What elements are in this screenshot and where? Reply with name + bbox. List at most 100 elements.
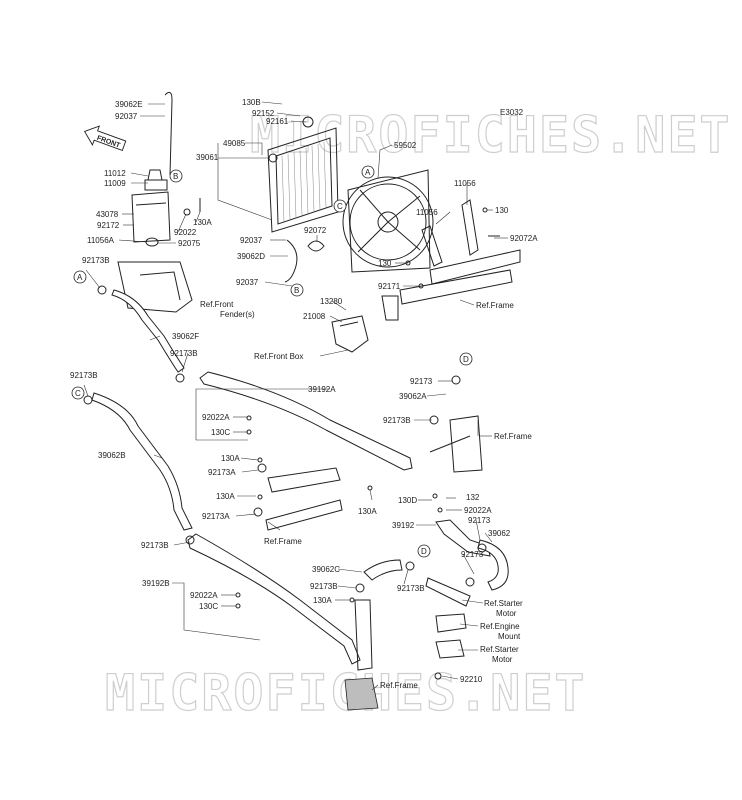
label-130a-2: 130A xyxy=(221,454,240,463)
label-92210: 92210 xyxy=(460,675,483,684)
label-39062b: 39062B xyxy=(98,451,126,460)
callout-c-2: C xyxy=(71,386,85,400)
hose-39062d xyxy=(284,239,298,283)
label-92173-2: 92173 xyxy=(468,516,491,525)
label-92037-a: 92037 xyxy=(115,112,138,121)
label-92022a-1: 92022A xyxy=(202,413,230,422)
label-130a-1: 130A xyxy=(193,218,212,227)
label-92173a-2: 92173A xyxy=(202,512,230,521)
hose-39062b xyxy=(91,392,193,531)
label-92173a-1: 92173A xyxy=(208,468,236,477)
label-92161: 92161 xyxy=(266,117,289,126)
hose-39062c xyxy=(363,559,403,581)
label-92152: 92152 xyxy=(252,109,275,118)
label-92072: 92072 xyxy=(304,226,327,235)
svg-text:C: C xyxy=(337,202,343,211)
bottom-fitting xyxy=(344,677,379,711)
frame-plate-2 xyxy=(265,499,343,531)
label-92173b-3: 92173B xyxy=(70,371,98,380)
label-39192a: 39192A xyxy=(308,385,336,394)
svg-text:A: A xyxy=(77,273,83,282)
label-43078: 43078 xyxy=(96,210,119,219)
label-11009: 11009 xyxy=(104,179,126,188)
callout-d-1: D xyxy=(459,352,473,366)
svg-text:D: D xyxy=(463,355,469,364)
watermark-bottom: MICROFICHES.NET xyxy=(105,664,587,722)
label-ref-front-box: Ref.Front Box xyxy=(254,352,303,361)
callouts: A B C B A D C D xyxy=(71,165,473,558)
label-ref-frame-1: Ref.Frame xyxy=(476,301,514,310)
diagram-code: E3032 xyxy=(500,108,524,117)
front-arrow-icon: FRONT xyxy=(83,125,127,152)
label-130b: 130B xyxy=(242,98,261,107)
label-ref-engine-mount-b: Mount xyxy=(498,632,521,641)
label-ref-engine-mount-a: Ref.Engine xyxy=(480,622,520,631)
pipe-39192a xyxy=(199,371,413,471)
pipe-39192b xyxy=(187,533,361,665)
label-92037-b: 92037 xyxy=(240,236,263,245)
label-92173b-4: 92173B xyxy=(383,416,411,425)
label-39062a: 39062A xyxy=(399,392,427,401)
frame-plate-1 xyxy=(267,467,341,493)
frame-right xyxy=(381,199,521,321)
label-92173-1: 92173 xyxy=(410,377,433,386)
label-130-1: 130 xyxy=(495,206,509,215)
bolt-92210 xyxy=(434,672,442,680)
label-130a-5: 130A xyxy=(313,596,332,605)
label-11056-1: 11056 xyxy=(454,179,476,188)
label-92173b-2: 92173B xyxy=(170,349,198,358)
label-92075: 92075 xyxy=(178,239,201,248)
label-92022a-3: 92022A xyxy=(190,591,218,600)
svg-text:B: B xyxy=(294,286,299,295)
label-39062: 39062 xyxy=(488,529,511,538)
label-92173-3: 92173 xyxy=(461,550,484,559)
label-92022: 92022 xyxy=(174,228,197,237)
label-130a-4: 130A xyxy=(358,507,377,516)
label-ref-starter-motor-1b: Motor xyxy=(496,609,517,618)
label-ref-starter-motor-2b: Motor xyxy=(492,655,513,664)
callout-b-2: B xyxy=(290,283,304,297)
svg-text:B: B xyxy=(173,172,178,181)
label-130c-1: 130C xyxy=(211,428,230,437)
label-92173b-5: 92173B xyxy=(141,541,169,550)
label-130d: 130D xyxy=(398,496,417,505)
hose-39062f xyxy=(111,289,185,373)
label-11056-2: 11056 xyxy=(416,208,438,217)
label-92171: 92171 xyxy=(378,282,401,291)
reservoir-tank xyxy=(131,91,201,247)
hose-39062 xyxy=(477,539,509,591)
label-39061: 39061 xyxy=(196,153,219,162)
clamp-92072 xyxy=(307,240,325,252)
label-92173b-7: 92173B xyxy=(397,584,425,593)
label-39062c: 39062C xyxy=(312,565,340,574)
label-92022a-2: 92022A xyxy=(464,506,492,515)
label-ref-starter-motor-2a: Ref.Starter xyxy=(480,645,519,654)
label-49085: 49085 xyxy=(223,139,246,148)
label-39192: 39192 xyxy=(392,521,415,530)
part-labels: 39062E 92037 130B 92152 92161 49085 3906… xyxy=(70,98,538,690)
label-39062e: 39062E xyxy=(115,100,143,109)
label-132: 132 xyxy=(466,493,480,502)
callout-a-1: A xyxy=(361,165,375,179)
starter-motor-bracket-2 xyxy=(435,639,465,659)
label-11056a: 11056A xyxy=(87,236,115,245)
label-ref-frame-2: Ref.Frame xyxy=(494,432,532,441)
svg-text:A: A xyxy=(365,168,371,177)
label-21008: 21008 xyxy=(303,312,326,321)
callout-d-2: D xyxy=(417,544,431,558)
watermark-top: MICROFICHES.NET xyxy=(250,106,732,164)
label-59502: 59502 xyxy=(394,141,417,150)
label-39062d: 39062D xyxy=(237,252,265,261)
label-13280: 13280 xyxy=(320,297,343,306)
label-130c-2: 130C xyxy=(199,602,218,611)
label-39062f: 39062F xyxy=(172,332,199,341)
label-ref-front-fender-1: Ref.Front xyxy=(200,300,234,309)
svg-text:D: D xyxy=(421,547,427,556)
label-92037-c: 92037 xyxy=(236,278,259,287)
label-92072a: 92072A xyxy=(510,234,538,243)
leader-lines xyxy=(83,101,508,691)
svg-text:C: C xyxy=(75,389,81,398)
callout-a-2: A xyxy=(73,270,87,284)
frame-right-lower xyxy=(449,415,483,473)
